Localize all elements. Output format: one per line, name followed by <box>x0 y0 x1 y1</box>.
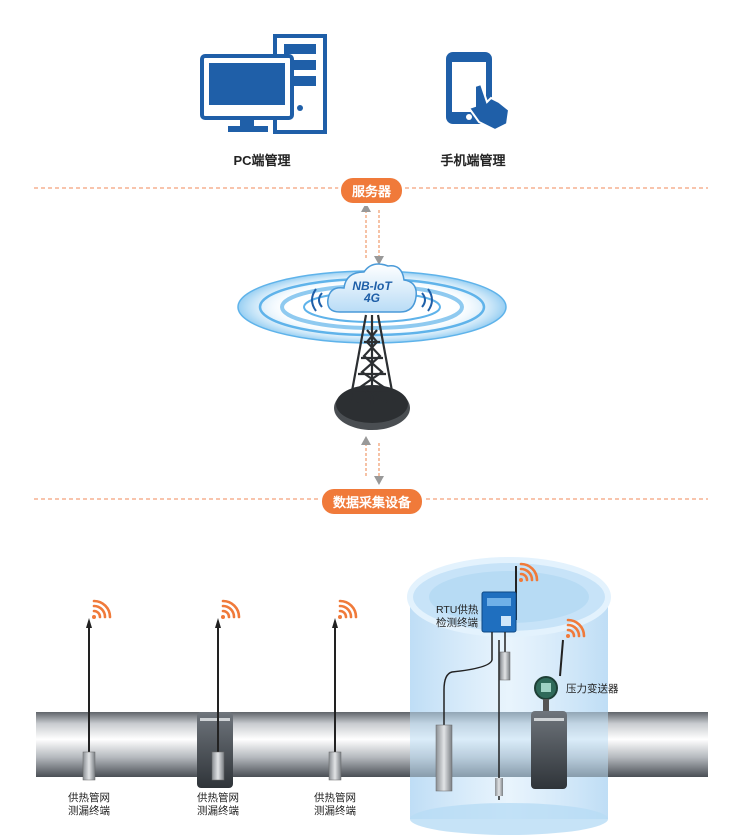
network-label-line1: NB-IoT <box>352 279 392 293</box>
terminal-label-1-line1: 供热管网 <box>68 792 110 804</box>
rtu-label: RTU供热 检测终端 <box>436 604 478 630</box>
leak-terminal-3 <box>328 618 342 781</box>
pressure-transmitter-label: 压力变送器 <box>566 683 619 695</box>
rtu-label-line1: RTU供热 <box>436 604 479 616</box>
network-label-line2: 4G <box>363 291 380 305</box>
leak-terminal-1 <box>82 618 96 781</box>
pc-computer-icon <box>200 34 327 134</box>
device-link-arrows <box>361 436 384 485</box>
leak-terminal-2 <box>197 618 233 788</box>
pc-management-label: PC端管理 <box>233 153 291 168</box>
wifi-waves-right <box>421 288 433 312</box>
rtu-label-line2: 检测终端 <box>436 617 478 629</box>
collection-badge: 数据采集设备 <box>322 489 423 514</box>
terminal-label-3-line1: 供热管网 <box>314 792 356 804</box>
terminal-label-2-line1: 供热管网 <box>197 792 239 804</box>
wifi-waves-left <box>311 288 323 312</box>
rtu-device <box>435 566 517 800</box>
cell-tower <box>334 314 410 430</box>
terminal-label-3-line2: 测漏终端 <box>314 805 356 817</box>
network-label: NB-IoT 4G <box>352 280 392 304</box>
terminal-label-1: 供热管网 测漏终端 <box>54 792 124 818</box>
server-badge: 服务器 <box>341 178 403 203</box>
wireless-signal-icon <box>92 562 586 638</box>
terminal-label-1-line2: 测漏终端 <box>68 805 110 817</box>
network-cloud <box>327 263 417 313</box>
mobile-phone-icon <box>446 52 511 132</box>
terminal-label-2: 供热管网 测漏终端 <box>183 792 253 818</box>
mobile-management-label: 手机端管理 <box>440 153 506 168</box>
pressure-transmitter <box>531 639 567 789</box>
terminal-label-2-line2: 测漏终端 <box>197 805 239 817</box>
terminal-label-3: 供热管网 测漏终端 <box>300 792 370 818</box>
server-link-arrows <box>361 203 384 265</box>
